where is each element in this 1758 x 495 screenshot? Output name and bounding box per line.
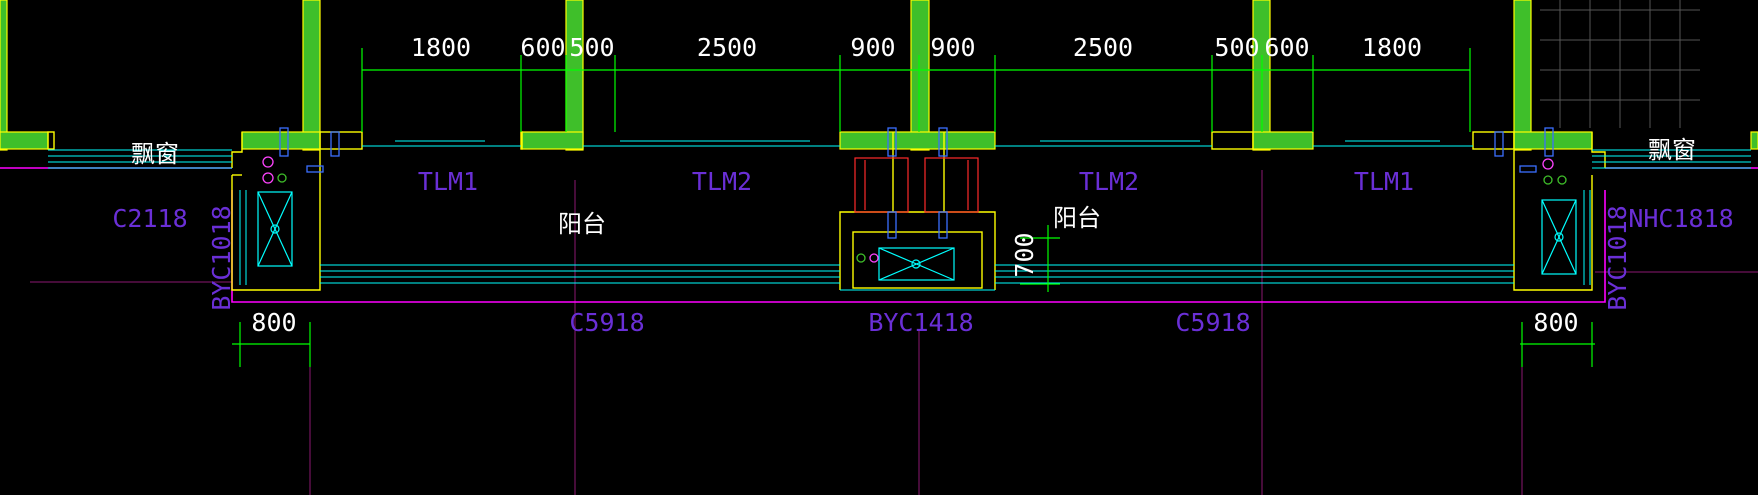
window-c2118: C2118 xyxy=(112,204,187,233)
door-tlm2-left: TLM2 xyxy=(692,167,752,196)
pipe-circles xyxy=(262,156,1567,263)
dim-900-left: 900 xyxy=(850,33,895,62)
dim-700: 700 xyxy=(1010,232,1039,277)
window-byc1018-right: BYC1018 xyxy=(1603,205,1632,310)
dim-500-left: 500 xyxy=(569,33,614,62)
top-dimension-labels: 1800 600 500 2500 900 900 2500 500 600 1… xyxy=(411,33,1422,62)
dim-2500-left: 2500 xyxy=(697,33,757,62)
dim-800-right: 800 xyxy=(1533,308,1578,337)
door-tlm1-left: TLM1 xyxy=(418,167,478,196)
window-c5918-right: C5918 xyxy=(1175,308,1250,337)
bay-window-right-label: 飘窗 xyxy=(1648,136,1696,164)
tile-grid xyxy=(1540,0,1700,128)
door-tlm1-right: TLM1 xyxy=(1354,167,1414,196)
dim-2500-right: 2500 xyxy=(1073,33,1133,62)
dim-1800-right: 1800 xyxy=(1362,33,1422,62)
bottom-dimensions xyxy=(232,225,1595,367)
bottom-dimension-labels: 800 800 700 xyxy=(251,232,1578,337)
window-byc1018-left: BYC1018 xyxy=(207,205,236,310)
bay-window-left-label: 飘窗 xyxy=(131,140,179,168)
dim-600-right: 600 xyxy=(1264,33,1309,62)
door-tlm2-right: TLM2 xyxy=(1079,167,1139,196)
room-labels: 飘窗 飘窗 阳台 阳台 xyxy=(131,136,1696,238)
dim-1800-left: 1800 xyxy=(411,33,471,62)
balcony-left-label: 阳台 xyxy=(558,210,606,238)
dim-600-left: 600 xyxy=(520,33,565,62)
dim-500-right: 500 xyxy=(1214,33,1259,62)
dim-800-left: 800 xyxy=(251,308,296,337)
balcony-right-label: 阳台 xyxy=(1053,204,1101,232)
pipe-risers xyxy=(279,127,1554,239)
window-c5918-left: C5918 xyxy=(569,308,644,337)
ac-fixtures xyxy=(257,191,1577,281)
window-byc1418: BYC1418 xyxy=(868,308,973,337)
walls xyxy=(0,0,1758,151)
element-codes: TLM1 TLM2 TLM2 TLM1 C2118 NHC1818 BYC101… xyxy=(112,167,1733,337)
balcony-fixtures xyxy=(854,157,979,213)
pier-outlines xyxy=(47,131,1606,291)
glazing-lines xyxy=(48,140,1751,291)
top-dimension-chain xyxy=(361,48,1471,132)
dim-900-right: 900 xyxy=(930,33,975,62)
window-nhc1818: NHC1818 xyxy=(1628,204,1733,233)
